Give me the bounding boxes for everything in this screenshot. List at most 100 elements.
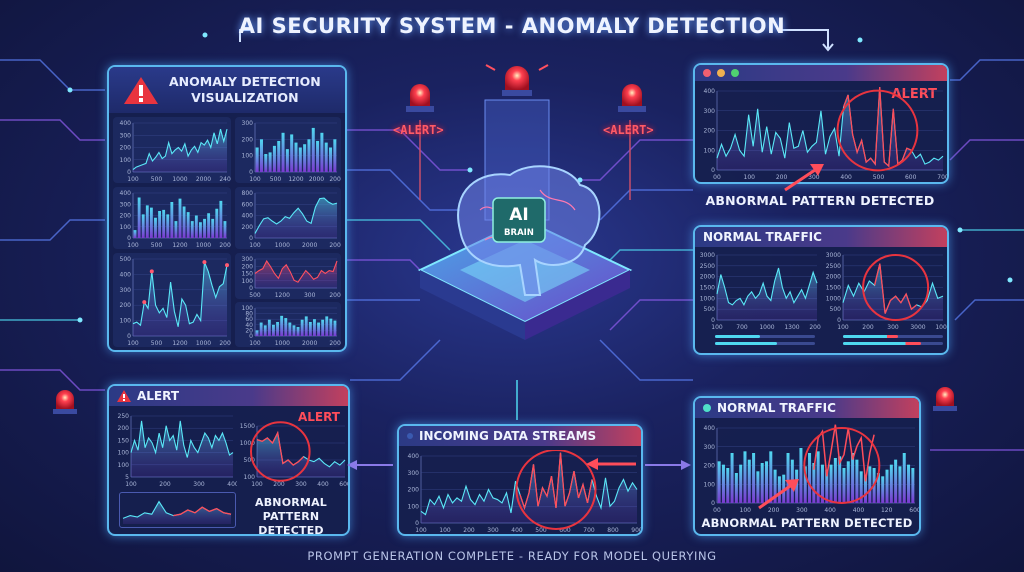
bar bbox=[277, 140, 281, 172]
bar bbox=[149, 207, 153, 238]
brain-label-brain: BRAIN bbox=[504, 228, 534, 238]
y-tick-label: 3000 bbox=[700, 252, 715, 259]
x-tick-label: 800 bbox=[607, 527, 619, 534]
x-tick-label: 1000 bbox=[759, 324, 774, 331]
bar bbox=[268, 152, 272, 172]
bar bbox=[851, 453, 855, 503]
bar bbox=[902, 453, 906, 503]
x-tick-label: 1000 bbox=[172, 176, 187, 183]
bar bbox=[876, 473, 880, 503]
x-tick-label: 200 bbox=[463, 527, 475, 534]
y-tick-label: 2000 bbox=[700, 274, 715, 281]
x-tick-label: 1200 bbox=[288, 176, 303, 183]
bar bbox=[752, 453, 756, 503]
alert-label: ALERT bbox=[297, 410, 340, 424]
x-tick-label: 120 bbox=[881, 507, 893, 514]
y-tick-label: 100 bbox=[242, 278, 254, 285]
page-title: AI SECURITY SYSTEM - ANOMALY DETECTION bbox=[238, 14, 786, 38]
x-tick-label: 1300 bbox=[784, 324, 799, 331]
y-tick-label: 0 bbox=[127, 235, 131, 242]
y-tick-label: 100 bbox=[118, 462, 130, 469]
x-tick-label: 100 bbox=[127, 242, 139, 249]
bar bbox=[264, 154, 268, 172]
bar bbox=[799, 448, 803, 503]
bar bbox=[203, 218, 206, 238]
window-minimize-button[interactable] bbox=[717, 69, 725, 77]
bar bbox=[215, 208, 219, 238]
bar bbox=[178, 198, 182, 238]
status-dot-icon bbox=[703, 404, 711, 412]
x-tick-label: 300 bbox=[887, 324, 899, 331]
alarm-siren-icon bbox=[485, 64, 549, 96]
x-tick-label: 200 bbox=[768, 507, 780, 514]
anomaly-line bbox=[256, 430, 305, 466]
x-tick-label: 100 bbox=[251, 481, 263, 488]
alert-label: ALERT bbox=[891, 87, 937, 102]
red-arrow-icon bbox=[758, 479, 799, 510]
y-tick-label: 0 bbox=[837, 317, 841, 324]
x-tick-label: 1200 bbox=[172, 340, 187, 347]
bar bbox=[760, 463, 764, 503]
y-tick-label: 0 bbox=[711, 500, 715, 507]
brain-label-ai: AI bbox=[509, 205, 528, 225]
y-tick-label: 300 bbox=[120, 201, 132, 208]
x-tick-label: 3000 bbox=[910, 324, 925, 331]
bar bbox=[145, 205, 149, 238]
bar bbox=[137, 197, 141, 238]
bar bbox=[317, 322, 320, 336]
x-tick-label: 1200 bbox=[172, 242, 187, 249]
x-tick-label: 100 bbox=[415, 527, 427, 534]
bar bbox=[756, 471, 760, 503]
bar bbox=[303, 144, 307, 172]
caption-line2: DETECTED bbox=[258, 524, 324, 536]
y-tick-label: 400 bbox=[120, 120, 132, 127]
flow-arrow-right-icon bbox=[645, 460, 691, 470]
y-tick-label: 0 bbox=[249, 235, 253, 242]
x-tick-label: 100 bbox=[740, 507, 752, 514]
area-fill bbox=[133, 262, 227, 336]
alert-tag-left: <ALERT> bbox=[393, 123, 444, 137]
x-tick-label: 500 bbox=[270, 176, 282, 183]
y-tick-label: 0 bbox=[249, 333, 253, 340]
y-tick-label: 200 bbox=[242, 224, 254, 231]
bar bbox=[786, 453, 790, 503]
panel-title: NORMAL TRAFFIC bbox=[695, 227, 947, 247]
x-tick-label: 200 bbox=[862, 324, 874, 331]
x-tick-label: 300 bbox=[295, 481, 307, 488]
bar bbox=[311, 127, 315, 172]
y-tick-label: 200 bbox=[704, 463, 716, 470]
bar bbox=[320, 132, 324, 172]
series-line bbox=[716, 267, 818, 307]
anomaly-line bbox=[173, 506, 232, 517]
x-tick-label: 400 bbox=[853, 507, 865, 514]
bar bbox=[863, 474, 868, 503]
x-tick-label: 1000 bbox=[275, 242, 290, 249]
window-close-button[interactable] bbox=[703, 69, 711, 77]
y-tick-label: 400 bbox=[120, 271, 132, 278]
bar bbox=[846, 461, 850, 503]
x-tick-label: 600 bbox=[339, 481, 349, 488]
area-fill bbox=[717, 268, 817, 320]
x-tick-label: 400 bbox=[511, 527, 523, 534]
panel-title-line1: ANOMALY DETECTION bbox=[169, 74, 321, 89]
window-maximize-button[interactable] bbox=[731, 69, 739, 77]
area-fill bbox=[133, 129, 227, 172]
bar bbox=[894, 459, 898, 503]
bar bbox=[764, 461, 769, 503]
bar bbox=[190, 221, 194, 238]
y-tick-label: 100 bbox=[120, 318, 132, 325]
bar bbox=[182, 206, 186, 238]
abnormal-pattern-caption: ABNORMAL PATTERN DETECTED bbox=[705, 193, 935, 208]
bar bbox=[739, 464, 743, 503]
anomaly-line bbox=[813, 424, 875, 482]
y-tick-label: 500 bbox=[244, 457, 256, 464]
panel-title: NORMAL TRAFFIC bbox=[717, 401, 836, 415]
alert-panel: ALERT 5100100150200250100200300400 ALERT… bbox=[107, 384, 350, 536]
x-tick-label: 700 bbox=[937, 174, 947, 181]
bar bbox=[281, 132, 285, 172]
series-line bbox=[132, 128, 228, 170]
bar bbox=[734, 473, 738, 503]
